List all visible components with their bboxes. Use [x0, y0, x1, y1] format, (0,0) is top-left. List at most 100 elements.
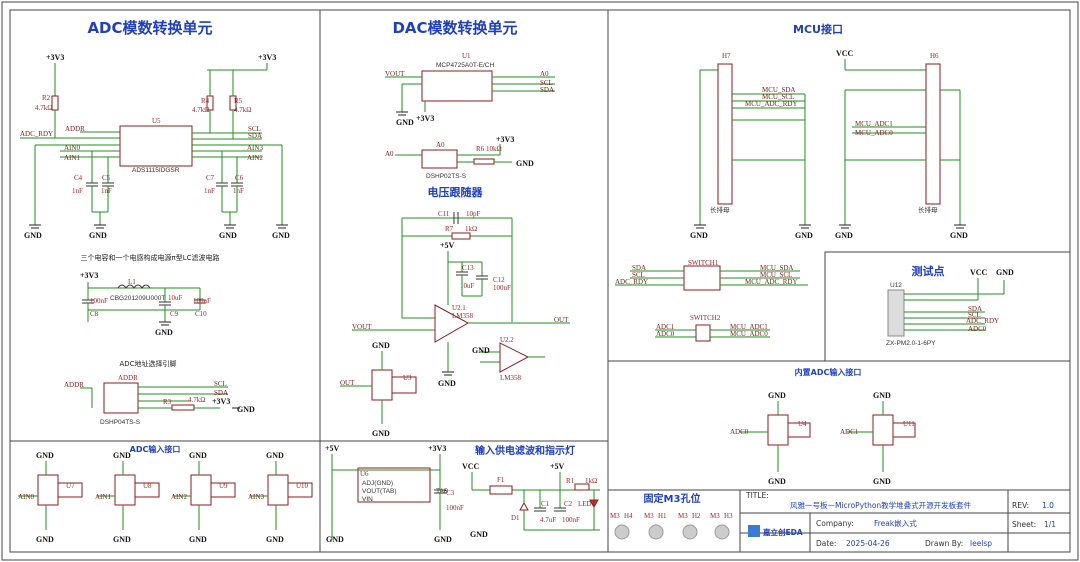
u2-1-opamp	[434, 304, 470, 343]
svg-text:AIN2: AIN2	[171, 493, 187, 501]
svg-text:GND: GND	[189, 451, 207, 460]
svg-text:+3V3: +3V3	[80, 271, 98, 280]
svg-text:4.7kΩ: 4.7kΩ	[188, 396, 205, 404]
m3-hole-h2	[682, 524, 698, 540]
mcu-headers: H7 长排母 H6 长排母 MCU_SDA MCU_SCL MCU_ADC_RD…	[690, 49, 968, 240]
svg-text:GND: GND	[89, 231, 107, 240]
svg-text:R1: R1	[566, 477, 575, 485]
svg-text:U3: U3	[403, 374, 412, 382]
svg-text:VOUT: VOUT	[385, 70, 405, 78]
svg-text:SDA: SDA	[214, 389, 228, 397]
test-point-title: 测试点	[912, 264, 945, 278]
u5-adc-chip	[119, 125, 193, 167]
svg-text:+3V3: +3V3	[46, 53, 64, 62]
addr-select-note: ADC地址选择引脚	[119, 359, 176, 368]
svg-text:L1: L1	[128, 278, 136, 286]
dac-section-title: DAC模数转换单元	[392, 19, 517, 37]
svg-text:100nF: 100nF	[446, 504, 464, 512]
svg-text:MCU_ADC0: MCU_ADC0	[730, 330, 768, 338]
svg-text:GND: GND	[36, 451, 54, 460]
svg-text:LM358: LM358	[452, 312, 474, 320]
svg-text:A0: A0	[540, 70, 549, 78]
svg-text:GND: GND	[237, 405, 255, 414]
h6-header	[925, 63, 941, 205]
svg-text:ADDR: ADDR	[118, 374, 138, 382]
u2-2-opamp	[499, 342, 530, 373]
svg-text:ADC1: ADC1	[656, 323, 675, 331]
svg-text:GND: GND	[873, 391, 891, 400]
svg-text:F1: F1	[497, 476, 505, 484]
adc-circuit: +3V3 +3V3 R2 4.7kΩ ADC_RDY ADDR R4 4.7kΩ…	[20, 53, 290, 240]
u6-regulator	[357, 467, 431, 503]
svg-text:GND: GND	[396, 118, 414, 127]
svg-text:100nF: 100nF	[493, 284, 511, 292]
dac-circuit: U1 MCP4725A0T-E/CH VOUT A0 SCL SDA GND +…	[340, 52, 570, 438]
svg-text:U8: U8	[143, 482, 152, 490]
svg-text:AIN3: AIN3	[248, 493, 264, 501]
svg-text:10uF: 10uF	[168, 294, 183, 302]
svg-text:MCU_SCL: MCU_SCL	[760, 271, 792, 279]
svg-text:Freak嵌入式: Freak嵌入式	[874, 518, 917, 528]
svg-text:H2: H2	[692, 512, 701, 520]
svg-text:GND: GND	[472, 346, 490, 355]
svg-text:H3: H3	[724, 512, 733, 520]
svg-text:MCU_SDA: MCU_SDA	[760, 264, 793, 272]
svg-text:A0: A0	[385, 150, 394, 158]
svg-text:+3V3: +3V3	[416, 114, 434, 123]
svg-text:ADC0: ADC0	[730, 428, 749, 436]
svg-text:GND: GND	[326, 535, 344, 544]
svg-text:VCC: VCC	[836, 49, 854, 58]
svg-text:M3: M3	[644, 512, 654, 520]
svg-text:C11: C11	[438, 210, 450, 218]
svg-text:ADDR: ADDR	[65, 125, 85, 133]
eda-logo-icon	[748, 525, 760, 537]
adc-address-switch: ADDR ADDR DSHP04TS-S SCL SDA R3 4.7kΩ +3…	[64, 374, 255, 426]
svg-text:长排母: 长排母	[710, 205, 730, 214]
svg-text:1kΩ: 1kΩ	[465, 225, 477, 233]
svg-text:VCC: VCC	[970, 268, 988, 277]
svg-text:GND: GND	[113, 535, 131, 544]
svg-text:AIN1: AIN1	[64, 154, 80, 162]
svg-text:100nF: 100nF	[90, 297, 108, 305]
svg-text:GND: GND	[434, 535, 452, 544]
svg-text:ADJ(GND): ADJ(GND)	[362, 480, 393, 487]
svg-text:GND: GND	[113, 451, 131, 460]
svg-text:R3: R3	[163, 398, 172, 406]
svg-text:GND: GND	[266, 451, 284, 460]
svg-text:GND: GND	[768, 477, 786, 486]
m3-hole-title: 固定M3孔位	[644, 492, 701, 505]
svg-text:U9: U9	[219, 482, 228, 490]
svg-text:10pF: 10pF	[466, 210, 481, 218]
svg-text:H1: H1	[658, 512, 667, 520]
svg-text:M3: M3	[710, 512, 720, 520]
svg-text:U2.2: U2.2	[500, 336, 514, 344]
svg-text:MCU_ADC_RDY: MCU_ADC_RDY	[745, 278, 798, 286]
svg-text:R7: R7	[445, 225, 454, 233]
svg-text:GND: GND	[795, 231, 813, 240]
svg-text:GND: GND	[690, 231, 708, 240]
svg-text:C6: C6	[235, 174, 244, 182]
svg-text:OUT: OUT	[340, 379, 355, 387]
svg-text:1nF: 1nF	[204, 187, 215, 195]
svg-text:Sheet:: Sheet:	[1012, 520, 1036, 529]
svg-text:VOUT: VOUT	[352, 323, 372, 331]
svg-text:U2.1: U2.1	[452, 304, 466, 312]
svg-text:U12: U12	[890, 282, 902, 289]
svg-text:DSHP02TS-S: DSHP02TS-S	[426, 173, 467, 180]
lc-filter: +3V3 L1 CBG201209U000T 100nF C8 10uF C9 …	[80, 271, 211, 337]
lc-filter-note: 三个电容和一个电感构成电源π型LC滤波电路	[80, 253, 219, 262]
svg-text:MCU_SDA: MCU_SDA	[762, 86, 795, 94]
svg-text:LED1: LED1	[578, 500, 596, 508]
svg-text:+3V3: +3V3	[428, 444, 446, 453]
svg-text:U4: U4	[798, 420, 807, 428]
svg-text:U6: U6	[360, 470, 369, 478]
svg-text:OUT: OUT	[554, 316, 569, 324]
svg-text:CBG201209U000T: CBG201209U000T	[110, 295, 165, 302]
mcu-section-title: MCU接口	[793, 22, 843, 36]
h7-header	[717, 63, 733, 205]
svg-text:H7: H7	[722, 52, 731, 60]
svg-text:C1: C1	[541, 500, 550, 508]
power-section-title: 输入供电滤波和指示灯	[475, 444, 575, 457]
svg-text:ADDR: ADDR	[64, 381, 84, 389]
